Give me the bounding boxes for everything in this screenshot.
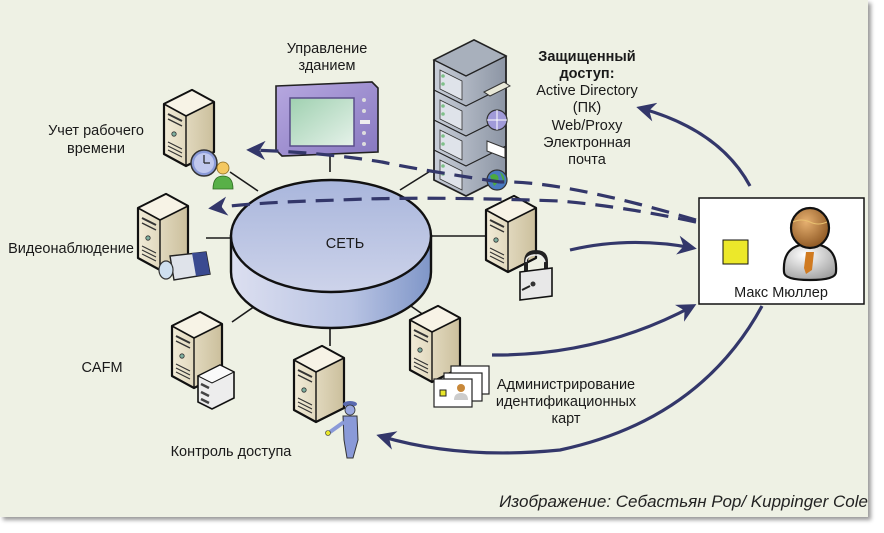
time-tracking-node: Учет рабочего времени [48, 88, 234, 190]
arrow-from-auth-server [569, 235, 697, 255]
access-control-node: Контроль доступа [171, 344, 359, 460]
access-control-label: Контроль доступа [171, 444, 293, 460]
smart-card-chip-icon [722, 239, 749, 265]
auth-server-node [484, 194, 553, 301]
secure-access-item-pc: (ПК) [573, 100, 602, 116]
user-icon [212, 161, 234, 190]
server-rack-icon [432, 38, 511, 198]
video-surveillance-node: Видеонаблюдение [8, 192, 211, 281]
user-name: Макс Мюллер [734, 285, 828, 301]
dashed-arrow-to-video-surveillance [208, 196, 697, 224]
clock-icon [190, 149, 218, 177]
secure-access-item-ad: Active Directory [536, 83, 638, 99]
building-icon [196, 364, 236, 410]
building-management-node: Управление зданием [275, 41, 379, 157]
guard-icon [325, 401, 359, 459]
arrow-to-access-control [376, 305, 764, 455]
cafm-label: CAFM [81, 360, 122, 376]
secure-access-title-line2: доступ: [559, 66, 614, 82]
building-management-label-line1: Управление [287, 41, 368, 57]
building-management-label-line2: зданием [299, 58, 356, 74]
secure-access-item-email-line1: Электронная [543, 135, 631, 151]
id-card-admin-label-line3: карт [551, 411, 580, 427]
time-tracking-label-line2: времени [67, 141, 125, 157]
arrow-from-id-card-admin [491, 304, 697, 357]
cafm-node: CAFM [81, 310, 236, 410]
image-credit-caption: Изображение: Себастьян Рор/ Kuppinger Co… [499, 492, 868, 511]
network-label: СЕТЬ [326, 236, 365, 252]
server-icon [484, 194, 538, 274]
secure-access-item-web-proxy: Web/Proxy [552, 118, 623, 134]
server-icon [292, 344, 346, 424]
id-cards-icon [433, 365, 490, 408]
arrow-to-secure-access [636, 102, 752, 187]
secure-access-title-line1: Защищенный [538, 49, 635, 65]
keyboard-icon [483, 81, 511, 97]
user-avatar-icon [782, 206, 838, 282]
dashed-arrow-to-time-tracking [250, 150, 697, 222]
link-time-tracking [229, 171, 259, 192]
id-card-admin-node: Администрирование идентификационных карт [408, 304, 637, 427]
envelope-icon [486, 140, 506, 159]
globe-icon [486, 109, 508, 131]
id-card-admin-label-line1: Администрирование [497, 377, 635, 393]
padlock-icon [519, 249, 553, 301]
id-card-admin-label-line2: идентификационных [496, 394, 637, 410]
monitor-icon [275, 81, 379, 157]
time-tracking-label-line1: Учет рабочего [48, 123, 144, 139]
secure-access-item-email-line2: почта [568, 152, 607, 168]
secure-access-node: Защищенный доступ: Active Directory (ПК)… [432, 38, 639, 198]
access-arrows [208, 102, 764, 455]
video-surveillance-label: Видеонаблюдение [8, 241, 134, 257]
link-cafm [231, 305, 256, 323]
link-secure-access [399, 169, 433, 191]
user-card[interactable]: Макс Мюллер [698, 197, 865, 305]
camera-icon [158, 251, 211, 281]
network-cylinder: СЕТЬ [229, 178, 433, 330]
